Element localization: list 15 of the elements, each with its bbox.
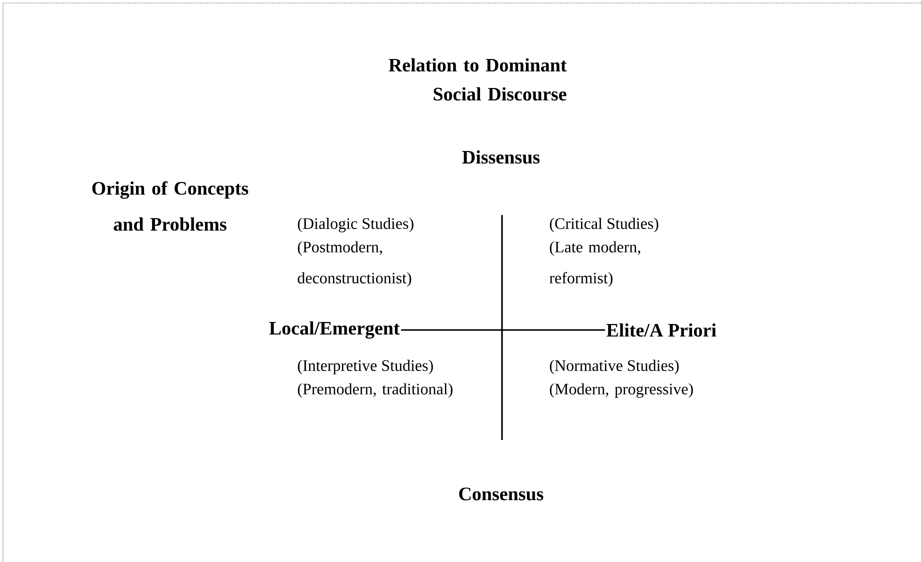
axis-label: Dissensus [462,150,540,164]
quadrant-label: (Interpretive Studies) [298,360,433,374]
axis-line [401,329,605,331]
axis-label: Local/Emergent [269,321,400,339]
quadrant-label: (Premodern, traditional) [298,383,452,398]
quadrant-label: (Late modern, reformist) [550,241,640,287]
quadrant-label: (Normative Studies) [550,360,679,374]
axis-label: Elite/A Priori [606,323,716,337]
axis-title: Origin of Concepts and Problems [92,181,248,231]
axis-label: Consensus [459,488,544,500]
quadrant-label: (Modern, progressive) [550,383,693,398]
quadrant-label: (Postmodern, deconstructionist) [298,241,412,287]
quadrant-label: (Critical Studies) [550,218,658,232]
quadrant-label: (Dialogic Studies) [298,218,414,232]
title: Relation to Dominant Social Discourse [388,58,567,101]
